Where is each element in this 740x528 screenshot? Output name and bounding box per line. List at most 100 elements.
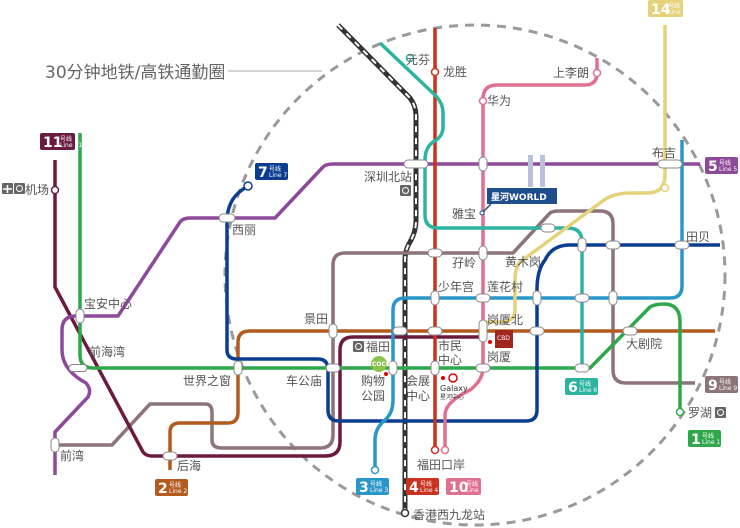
station-label-convention-center[interactable]: 会展 [406,374,430,388]
station-marker[interactable] [370,465,380,475]
station-label-gangxia-north[interactable]: 岗厦北 [487,313,523,327]
station-label-chegongmiao[interactable]: 车公庙 [286,373,322,388]
interchange-marker[interactable] [328,323,338,339]
interchange-marker[interactable] [674,240,690,250]
interchange-marker[interactable] [605,240,621,250]
station-label-shangliliang[interactable]: 上李朗 [553,65,589,80]
station-label-jingtian[interactable]: 景田 [304,312,328,326]
station-marker[interactable] [675,407,685,417]
interchange-marker[interactable] [577,237,587,253]
station-label-yabao[interactable]: 雅宝 [452,206,476,221]
station-label-maling[interactable]: 孖岭 [452,256,476,270]
station-label-baoan-center[interactable]: 宝安中心 [84,296,132,311]
station-marker[interactable] [660,183,670,193]
station-label-futian-port[interactable]: 福田口岸 [417,457,465,472]
interchange-marker[interactable] [532,290,542,306]
station-marker[interactable] [405,53,415,63]
station-label-shenzhen-north[interactable]: 深圳北站 [364,170,412,184]
interchange-marker[interactable] [427,248,443,258]
station-label-lianhuacun[interactable]: 莲花村 [487,279,523,294]
metro-line-11[interactable] [53,160,482,458]
station-label-buji[interactable]: 布吉 [652,146,676,160]
metro-line-9[interactable] [55,209,695,450]
metro-line-7[interactable] [225,184,720,423]
interchange-marker[interactable] [218,213,236,223]
station-label-civic-center[interactable]: 市民 [438,338,462,353]
station-label-convention-center-2[interactable]: 中心 [406,388,430,403]
station-label-airport[interactable]: 机场 [25,183,49,197]
station-label-shopping-park[interactable]: 购物 [361,373,385,388]
interchange-marker[interactable] [162,451,178,461]
station-marker[interactable] [430,67,440,77]
interchange-marker[interactable] [75,308,85,324]
interchange-marker[interactable] [325,363,341,373]
station-label-qianwan[interactable]: 前湾 [60,448,84,463]
station-label-grand-theater[interactable]: 大剧院 [626,337,662,351]
interchange-marker[interactable] [574,293,590,303]
interchange-marker[interactable] [529,326,545,336]
interchange-marker[interactable] [622,326,638,336]
interchange-marker[interactable] [608,290,618,306]
interchange-marker[interactable] [430,360,440,376]
metro-line-14[interactable] [486,25,667,324]
station-marker[interactable] [50,185,60,195]
station-label-luohu[interactable]: 罗湖 [688,405,712,420]
interchange-marker[interactable] [50,437,60,453]
interchange-marker[interactable] [475,293,491,303]
interchange-marker[interactable] [233,360,243,376]
interchange-marker[interactable] [68,364,88,372]
metro-line-5[interactable] [53,162,700,475]
station-label-window-of-world[interactable]: 世界之窗 [183,374,231,388]
interchange-marker[interactable] [475,363,491,373]
station-label-civic-center-2[interactable]: 中心 [438,352,462,367]
station-marker[interactable] [243,181,253,191]
interchange-marker[interactable] [392,326,408,336]
station-marker[interactable] [400,508,410,518]
interchange-marker[interactable] [657,159,683,169]
station-label-xili[interactable]: 西丽 [232,223,256,237]
station-marker[interactable] [592,68,602,78]
station-label-futian[interactable]: 福田 [366,339,390,354]
station-label-children-palace[interactable]: 少年宫 [438,279,474,294]
station-marker[interactable] [478,96,488,106]
station-marker[interactable] [440,445,450,455]
interchange-marker[interactable] [540,223,556,233]
coco-park-logo[interactable]: COCO [371,356,391,376]
interchange-marker[interactable] [574,363,590,373]
interchange-marker[interactable] [478,156,488,172]
metro-line-2[interactable] [168,329,715,470]
station-label-tianbei[interactable]: 田贝 [686,230,710,244]
station-label-qianhaiwan[interactable]: 前海湾 [89,344,125,359]
station-label-gangxia[interactable]: 岗厦 [487,350,511,364]
cbd-logo[interactable]: CBD [488,330,513,348]
interchange-marker[interactable] [427,326,443,336]
station-label-shopping-park-2[interactable]: 公园 [361,389,385,403]
interchange-marker[interactable] [478,245,488,261]
xinghe-world-logo[interactable]: 星河WORLD [479,155,557,216]
station-label-houhai[interactable]: 后海 [177,458,201,473]
interchange-marker[interactable] [388,360,398,376]
metro-line-3[interactable] [373,140,684,470]
interchange-marker[interactable] [430,290,440,306]
station-label-yuanfen[interactable]: 元芬 [406,53,430,67]
interchange-marker[interactable] [403,159,429,169]
station-label-huangmugang[interactable]: 黄木岗 [505,255,541,269]
station-label-hk-west-kowloon[interactable]: 香港西九龙站 [413,508,485,522]
station-label-longsheng[interactable]: 龙胜 [443,64,467,79]
galaxy-logo[interactable]: Galaxy 星河中心 [440,373,468,401]
station-label-huawei[interactable]: 华为 [487,94,511,108]
metro-line-6[interactable] [378,41,584,368]
interchange-marker[interactable] [478,319,488,343]
station-marker[interactable] [430,445,440,455]
